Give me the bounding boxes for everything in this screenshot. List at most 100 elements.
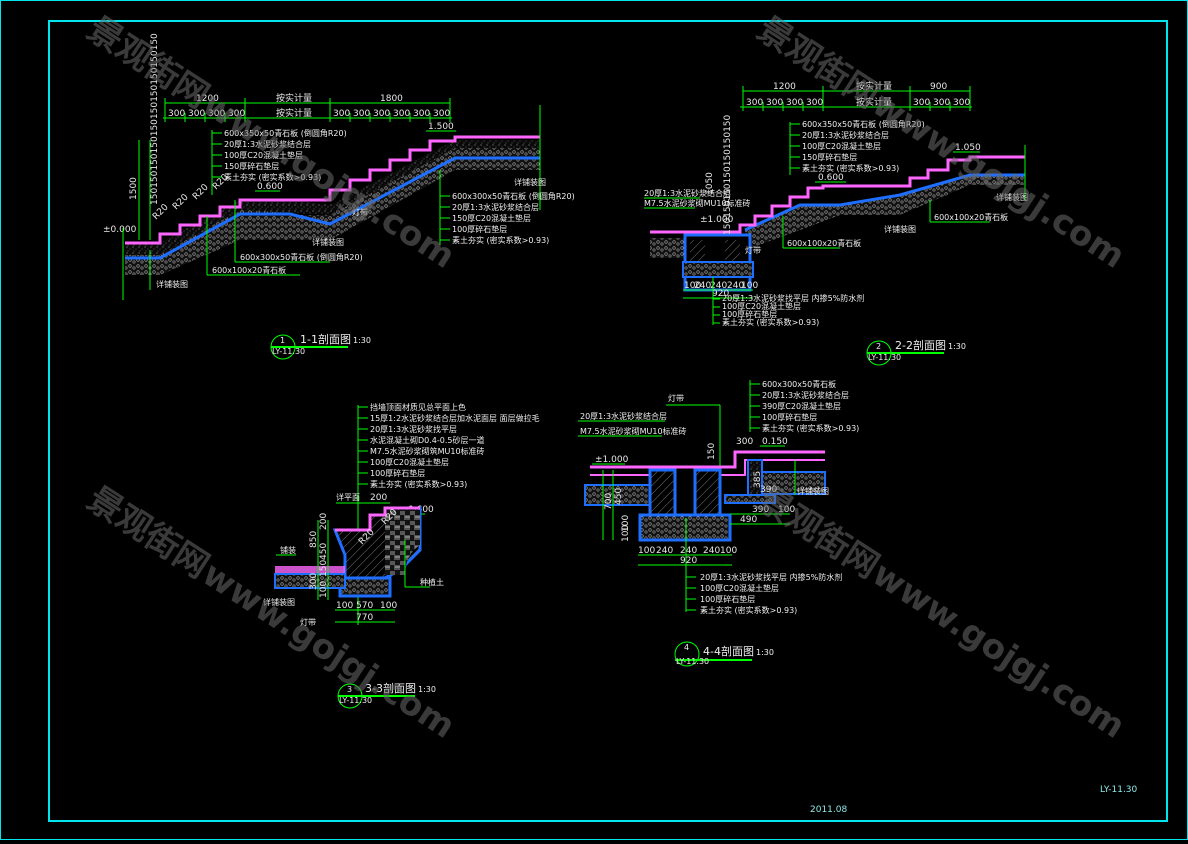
s2-base-total: 920 <box>712 289 729 299</box>
s4-footing <box>638 513 732 542</box>
s4-left-dim: 450 <box>614 488 624 505</box>
s3-label-detail: 详铺装图 <box>263 597 295 607</box>
s3-dim-label: 详平面 <box>336 492 360 502</box>
s1-elev-mid: 0.600 <box>257 182 283 192</box>
s4-note-right: 100厚碎石垫层 <box>762 412 817 422</box>
s4-label-detail: 详铺装图 <box>797 486 829 496</box>
s1-dim-1200: 1200 <box>196 94 219 104</box>
s4-bubble-number: 4 <box>684 643 689 652</box>
s1-dimension-lines <box>163 98 452 122</box>
sheet-code: LY-11.30 <box>1100 785 1138 795</box>
section-3-3: 挡墙顶面材质见总平面上色 15厚1:2水泥砂浆结合层加水泥面层 面层做拉毛 20… <box>263 402 540 709</box>
s1-note-b: 20厚1:3水泥砂浆结合层 <box>452 202 539 212</box>
s1-elev-start: ±0.000 <box>103 225 137 235</box>
s2-note-bottom: 100厚碎石垫层 <box>722 309 777 319</box>
s1-sub-dim: 300 <box>168 109 185 119</box>
s1-label-detail: 详铺装图 <box>312 237 344 247</box>
s3-label-paving: 铺装 <box>280 545 296 555</box>
s3-vert-dim: 850 <box>309 531 319 548</box>
s1-riser-label: R20 <box>171 192 191 212</box>
s4-base-dim: 100 <box>720 546 737 556</box>
s3-paving <box>275 566 345 574</box>
s2-elev-start: ±1.000 <box>700 215 734 225</box>
s2-base-dim: 240 <box>727 281 744 291</box>
s3-note: 水泥混凝土砌D0.4-0.5砂层一道 <box>370 435 485 445</box>
s3-vert-dim: 450 <box>319 543 329 560</box>
s3-vert-dim: 200 <box>319 513 329 530</box>
watermark-url: www.gojgj.com <box>865 554 1132 747</box>
s1-riser-label: R20 <box>191 182 211 202</box>
s3-coping <box>335 506 420 532</box>
s3-vert-dim: 100 <box>319 581 329 598</box>
s3-base-dim: 570 <box>356 601 373 611</box>
s3-dim-200: 200 <box>370 493 387 503</box>
s4-note-bottom: 素土夯实 (密实系数>0.93) <box>700 605 797 615</box>
s3-bubble-number: 3 <box>347 685 352 694</box>
s1-label-mid: 600x300x50青石板 (倒圆角R20) <box>240 252 363 262</box>
s1-note: 100厚C20混凝土垫层 <box>224 150 303 160</box>
s1-bubble-number: 1 <box>280 336 285 345</box>
s1-dim-1800: 1800 <box>380 94 403 104</box>
s4-base-dim: 240 <box>656 546 673 556</box>
s1-title: 1-1剖面图 <box>300 332 351 346</box>
s2-sub-dim: 300 <box>953 98 970 108</box>
s4-paving-top <box>590 450 825 469</box>
s2-label-detail: 详铺装图 <box>884 224 916 234</box>
s2-label-low: 600x100x20青石板 <box>787 238 861 248</box>
s2-label-lamp: 灯带 <box>745 245 761 255</box>
s4-step-dim: 150 <box>707 443 717 460</box>
watermark-url: www.gojgj.com <box>865 84 1132 277</box>
s3-title: 3-3剖面图 <box>365 681 416 695</box>
s4-elev-right: 0.150 <box>762 437 788 447</box>
s4-right-total: 490 <box>740 515 757 525</box>
s4-right-dim: 390 <box>752 505 769 515</box>
s2-label-detail: 详铺装图 <box>996 192 1028 202</box>
s4-label-lamp: 灯带 <box>668 393 684 403</box>
s1-sub-dim: 300 <box>188 109 205 119</box>
s2-note: 20厚1:3水泥砂浆结合层 <box>802 130 889 140</box>
s4-wall-right <box>693 468 722 517</box>
s1-sub-dim: 300 <box>373 109 390 119</box>
s4-left-dim: 100 <box>621 525 631 542</box>
s2-vert-dim: 1050 <box>705 172 715 195</box>
s1-note: 20厚1:3水泥砂浆结合层 <box>224 139 311 149</box>
s1-sub-dim: 300 <box>413 109 430 119</box>
s1-dim-measure: 按实计量 <box>276 92 312 104</box>
s2-note-bottom: 素土夯实 (密实系数>0.93) <box>722 317 819 327</box>
s2-sub-dim: 按实计量 <box>856 96 892 108</box>
s3-base-total: 770 <box>356 613 373 623</box>
s2-sub-dim: 300 <box>933 98 950 108</box>
s3-note: 挡墙顶面材质见总平面上色 <box>370 402 466 412</box>
s4-note-bottom: 100厚碎石垫层 <box>700 594 755 604</box>
s2-sub-dim: 300 <box>766 98 783 108</box>
s2-note-bottom: 100厚C20混凝土垫层 <box>722 301 801 311</box>
s2-elev-mid: 0.600 <box>818 173 844 183</box>
inner-frame <box>48 20 1168 822</box>
s2-note: 600x350x50青石板 (倒圆角R20) <box>802 119 925 129</box>
s4-base-dim: 240 <box>703 546 720 556</box>
s3-bubble-sheet: LY-11.30 <box>339 696 372 705</box>
s1-label-detail: 详铺装图 <box>156 279 188 289</box>
s1-sub-dim: 300 <box>353 109 370 119</box>
s2-base-dim: 100 <box>684 281 701 291</box>
s4-note-right: 390厚C20混凝土垫层 <box>762 401 841 411</box>
s2-note: 150厚碎石垫层 <box>802 152 857 162</box>
s4-note-bottom: 20厚1:3水泥砂浆找平层 内掺5%防水剂 <box>700 572 842 582</box>
s3-footing <box>338 576 392 598</box>
s4-wall-left <box>648 468 677 517</box>
s3-label-soil: 种植土 <box>420 577 444 587</box>
s3-note: 100厚C20混凝土垫层 <box>370 457 449 467</box>
s3-note: 素土夯实 (密实系数>0.93) <box>370 479 467 489</box>
s3-note: 20厚1:3水泥砂浆找平层 <box>370 424 457 434</box>
s3-base-dim: 100 <box>336 601 353 611</box>
s2-note: 100厚C20混凝土垫层 <box>802 141 881 151</box>
s3-note: 100厚碎石垫层 <box>370 468 425 478</box>
s2-base-dim: 100 <box>741 281 758 291</box>
s4-base-dim: 100 <box>638 546 655 556</box>
s4-left-dim: 100 <box>621 515 631 532</box>
s1-bubble-sheet: LY-11.30 <box>272 347 305 356</box>
s1-elev-end: 1.500 <box>428 122 454 132</box>
s2-paving-steps <box>650 155 1025 234</box>
s2-note-left: 20厚1:3水泥砂浆结合层 <box>644 188 731 198</box>
